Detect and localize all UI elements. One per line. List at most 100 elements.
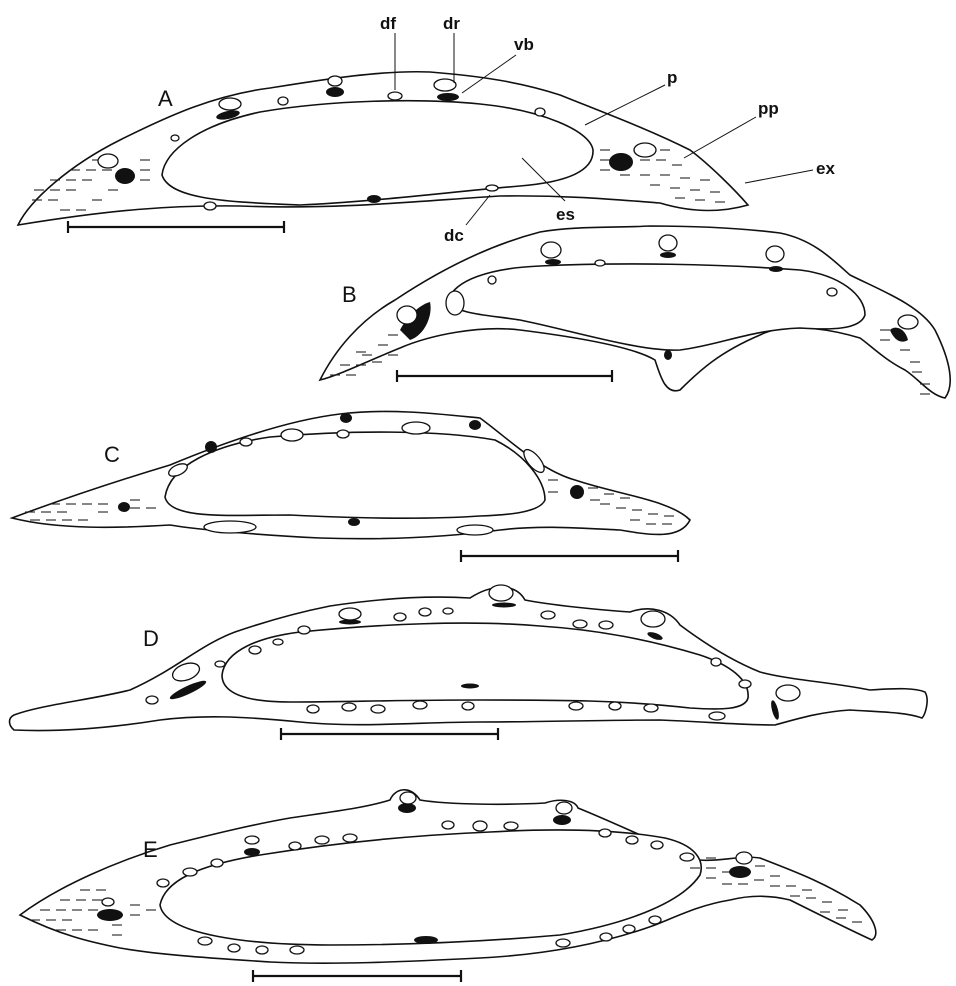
section-e-canal [599, 829, 611, 837]
section-a: A df dr vb p pp ex es dc [18, 14, 835, 245]
section-e-canal [680, 853, 694, 861]
section-e-vascular-bundle [553, 815, 571, 825]
section-b-vascular-bundle [660, 252, 676, 258]
label-pp: pp [758, 99, 779, 118]
section-c-canal [240, 438, 252, 446]
panel-label-a: A [158, 86, 173, 111]
section-e-canal [315, 836, 329, 844]
section-c-vascular-bundle [340, 413, 352, 423]
section-e-canal [198, 937, 212, 945]
section-b: B [320, 226, 950, 398]
section-b-canal [766, 246, 784, 262]
section-d-canal [307, 705, 319, 713]
section-d-canal [541, 611, 555, 619]
section-d-canal [215, 661, 225, 667]
section-c-vascular-bundle [118, 502, 130, 512]
section-e-canal [556, 802, 572, 814]
section-d-vascular-bundle [492, 603, 516, 608]
section-d-canal [573, 620, 587, 628]
section-a-vascular-bundle [437, 93, 459, 101]
section-b-vascular-bundle [664, 350, 672, 360]
section-d-canal [342, 703, 356, 711]
section-d-canal [569, 702, 583, 710]
section-a-canal [434, 79, 456, 91]
section-a-canal [219, 98, 241, 110]
section-b-canal [446, 291, 464, 315]
section-d-canal [371, 705, 385, 713]
section-d-canal [462, 702, 474, 710]
panel-label-d: D [143, 626, 159, 651]
section-b-canal [397, 306, 417, 324]
label-vb: vb [514, 35, 534, 54]
section-e-canal [600, 933, 612, 941]
section-b-canal [595, 260, 605, 266]
section-b-vascular-bundle [545, 259, 561, 265]
section-d-canal [709, 712, 725, 720]
section-b-canal [541, 242, 561, 258]
section-b-canal [488, 276, 496, 284]
section-e-vascular-bundle [244, 848, 260, 856]
section-a-canal [535, 108, 545, 116]
section-a-canal [98, 154, 118, 168]
section-a-canal [634, 143, 656, 157]
section-b-canal [827, 288, 837, 296]
section-e-canal [289, 842, 301, 850]
section-c-canal [457, 525, 493, 535]
section-d-canal [599, 621, 613, 629]
section-d-canal [711, 658, 721, 666]
label-dc: dc [444, 226, 464, 245]
section-b-inner-space [448, 264, 865, 350]
section-d-canal [249, 646, 261, 654]
panel-label-e: E [143, 837, 158, 862]
section-b-vascular-bundle [769, 266, 783, 272]
section-c-vascular-bundle [570, 485, 584, 499]
section-e-canal [245, 836, 259, 844]
section-d-canal [443, 608, 453, 614]
section-e-canal [504, 822, 518, 830]
section-e-vascular-bundle [729, 866, 751, 878]
section-c-vascular-bundle [205, 441, 217, 453]
section-d-canal [273, 639, 283, 645]
section-e-vascular-bundle [97, 909, 123, 921]
section-b-canal [659, 235, 677, 251]
section-e-canal [626, 836, 638, 844]
section-e-canal [442, 821, 454, 829]
section-a-canal [204, 202, 216, 210]
section-c-vascular-bundle [469, 420, 481, 430]
section-d-canal [489, 585, 513, 601]
section-c-canal [337, 430, 349, 438]
section-c-vascular-bundle [348, 518, 360, 526]
label-df: df [380, 14, 396, 33]
section-d-canal [419, 608, 431, 616]
section-e-canal [290, 946, 304, 954]
section-d-canal [641, 611, 665, 627]
section-c-canal [402, 422, 430, 434]
label-dr: dr [443, 14, 460, 33]
section-d-canal [298, 626, 310, 634]
label-es: es [556, 205, 575, 224]
section-e-canal [228, 944, 240, 952]
section-e-canal [623, 925, 635, 933]
section-e-canal [343, 834, 357, 842]
section-d-canal [609, 702, 621, 710]
section-e-canal [400, 792, 416, 804]
section-c-canal [204, 521, 256, 533]
section-a-canal [486, 185, 498, 191]
section-a-vascular-bundle [115, 168, 135, 184]
section-e-canal [183, 868, 197, 876]
section-a-canal [328, 76, 342, 86]
label-p: p [667, 68, 677, 87]
section-a-canal [388, 92, 402, 100]
section-e-canal [102, 898, 114, 906]
section-e: E [20, 790, 876, 982]
section-e-vascular-bundle [414, 936, 438, 944]
section-d-canal [776, 685, 800, 701]
section-d-canal [146, 696, 158, 704]
section-e-canal [651, 841, 663, 849]
section-e-canal [556, 939, 570, 947]
section-e-canal [211, 859, 223, 867]
label-ex: ex [816, 159, 835, 178]
section-e-canal [256, 946, 268, 954]
section-d-canal [644, 704, 658, 712]
